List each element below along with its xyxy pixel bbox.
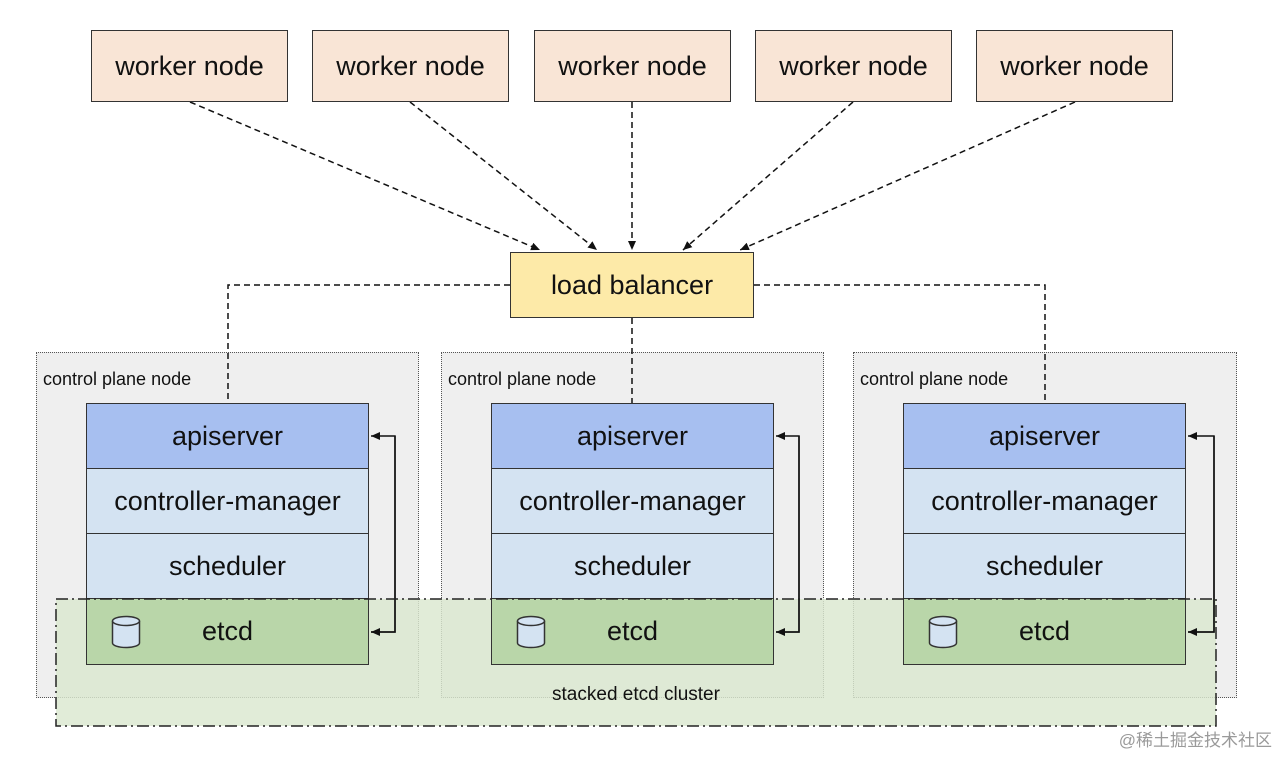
database-cylinder-icon — [516, 615, 546, 649]
database-cylinder-icon — [928, 615, 958, 649]
control-plane-stack-3: apiserver controller-manager scheduler e… — [903, 403, 1186, 665]
scheduler-label: scheduler — [985, 550, 1104, 581]
scheduler-layer: scheduler — [904, 534, 1185, 599]
worker-node-2: worker node — [312, 30, 509, 102]
worker-node-1: worker node — [91, 30, 288, 102]
etcd-label: etcd — [606, 616, 659, 646]
scheduler-layer: scheduler — [492, 534, 773, 599]
controller-manager-label: controller-manager — [519, 485, 746, 516]
control-plane-node-label: control plane node — [43, 369, 192, 389]
load-balancer: load balancer — [510, 252, 754, 318]
apiserver-layer: apiserver — [904, 404, 1185, 469]
apiserver-label: apiserver — [171, 420, 284, 451]
etcd-label: etcd — [201, 616, 254, 646]
controller-manager-layer: controller-manager — [904, 469, 1185, 534]
worker-node-3: worker node — [534, 30, 731, 102]
control-plane-node-label: control plane node — [448, 369, 597, 389]
worker-to-lb-arrow — [189, 101, 541, 251]
controller-manager-layer: controller-manager — [87, 469, 368, 534]
worker-node-label: worker node — [558, 50, 707, 81]
worker-to-lb-arrow — [739, 101, 1076, 251]
control-plane-stack-1: apiserver controller-manager scheduler e… — [86, 403, 369, 665]
control-plane-stack-2: apiserver controller-manager scheduler e… — [491, 403, 774, 665]
apiserver-layer: apiserver — [87, 404, 368, 469]
worker-to-lb-arrow — [682, 101, 854, 251]
etcd-layer: etcd — [87, 599, 368, 664]
worker-node-label: worker node — [115, 50, 264, 81]
worker-node-5: worker node — [976, 30, 1173, 102]
worker-to-lb-arrow — [409, 101, 598, 251]
scheduler-label: scheduler — [573, 550, 692, 581]
watermark: @稀土掘金技术社区 — [1118, 731, 1272, 750]
control-plane-node-label: control plane node — [860, 369, 1009, 389]
stacked-etcd-cluster-label: stacked etcd cluster — [552, 684, 720, 705]
controller-manager-layer: controller-manager — [492, 469, 773, 534]
scheduler-label: scheduler — [168, 550, 287, 581]
worker-node-label: worker node — [1000, 50, 1149, 81]
load-balancer-label: load balancer — [550, 269, 714, 300]
controller-manager-label: controller-manager — [931, 485, 1158, 516]
etcd-label: etcd — [1018, 616, 1071, 646]
etcd-layer: etcd — [492, 599, 773, 664]
scheduler-layer: scheduler — [87, 534, 368, 599]
apiserver-layer: apiserver — [492, 404, 773, 469]
worker-node-label: worker node — [336, 50, 485, 81]
database-cylinder-icon — [111, 615, 141, 649]
etcd-layer: etcd — [904, 599, 1185, 664]
worker-node-label: worker node — [779, 50, 928, 81]
worker-node-4: worker node — [755, 30, 952, 102]
apiserver-label: apiserver — [988, 420, 1101, 451]
apiserver-label: apiserver — [576, 420, 689, 451]
controller-manager-label: controller-manager — [114, 485, 341, 516]
